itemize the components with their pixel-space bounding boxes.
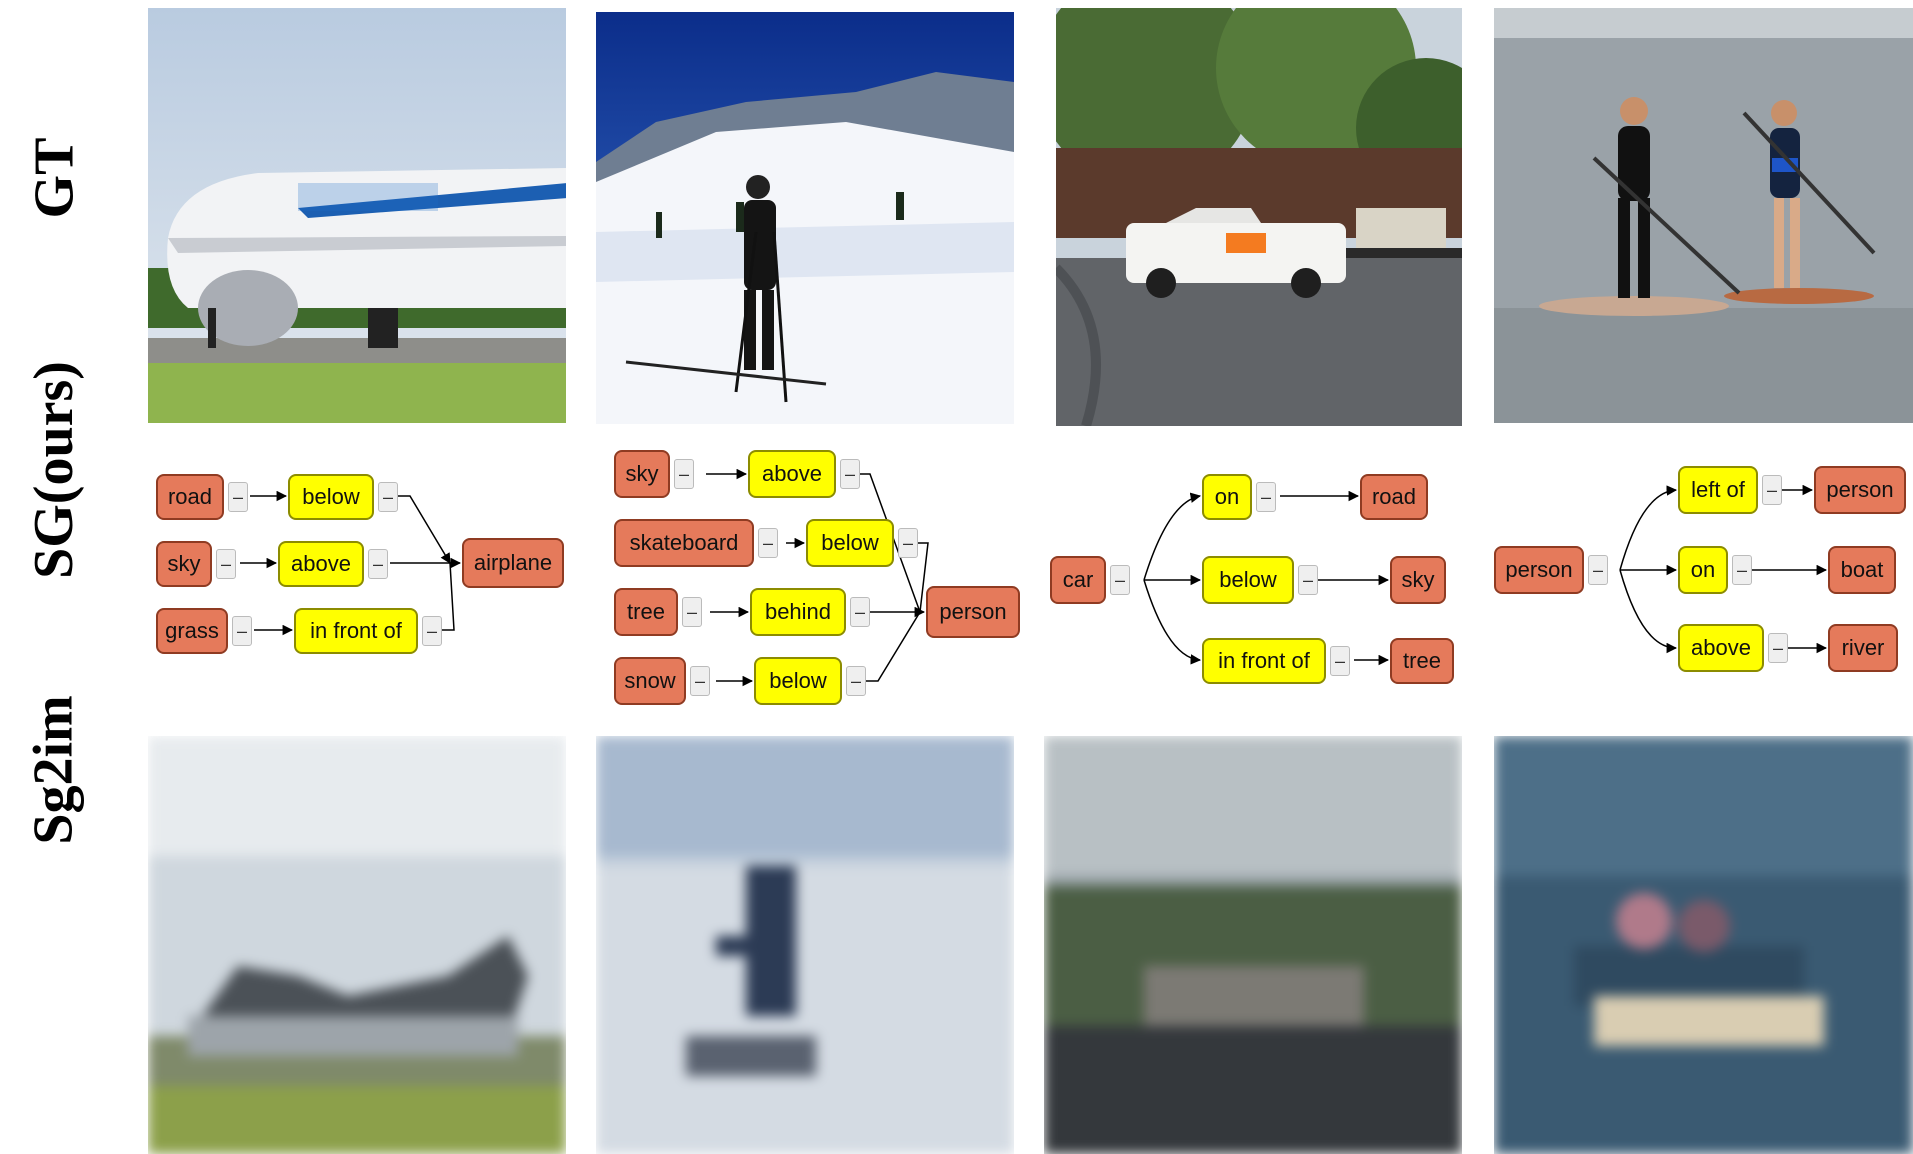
node-tree[interactable]: tree bbox=[614, 588, 678, 636]
collapse-button[interactable]: – bbox=[1298, 565, 1318, 595]
node-sky[interactable]: sky bbox=[1390, 556, 1446, 604]
node-car[interactable]: car bbox=[1050, 556, 1106, 604]
node-river[interactable]: river bbox=[1828, 624, 1898, 672]
gt-image-airplane bbox=[148, 8, 566, 423]
node-in-front-of[interactable]: in front of bbox=[294, 608, 418, 654]
collapse-button[interactable]: – bbox=[378, 482, 398, 512]
collapse-button[interactable]: – bbox=[1330, 646, 1350, 676]
node-below[interactable]: below bbox=[1202, 556, 1294, 604]
collapse-button[interactable]: – bbox=[840, 459, 860, 489]
collapse-button[interactable]: – bbox=[850, 597, 870, 627]
collapse-button[interactable]: – bbox=[898, 528, 918, 558]
node-above[interactable]: above bbox=[748, 450, 836, 498]
gt-image-truck bbox=[1056, 8, 1462, 426]
gt-image-skier bbox=[596, 12, 1014, 424]
graph-4-edges bbox=[1619, 484, 1828, 654]
node-above[interactable]: above bbox=[1678, 624, 1764, 672]
node-below[interactable]: below bbox=[806, 519, 894, 567]
collapse-button[interactable]: – bbox=[1110, 565, 1130, 595]
collapse-button[interactable]: – bbox=[368, 549, 388, 579]
collapse-button[interactable]: – bbox=[674, 459, 694, 489]
node-skateboard[interactable]: skateboard bbox=[614, 519, 754, 567]
node-snow[interactable]: snow bbox=[614, 657, 686, 705]
sg2im-image-airplane-art bbox=[148, 736, 566, 1154]
node-below[interactable]: below bbox=[288, 474, 374, 520]
collapse-button[interactable]: – bbox=[216, 549, 236, 579]
collapse-button[interactable]: – bbox=[846, 666, 866, 696]
node-on[interactable]: on bbox=[1678, 546, 1728, 594]
sg2im-image-boat bbox=[1494, 736, 1913, 1154]
gt-image-airplane-art bbox=[148, 8, 566, 423]
node-person[interactable]: person bbox=[1814, 466, 1906, 514]
graph-2-edges bbox=[706, 468, 929, 687]
sg2im-image-skier bbox=[596, 736, 1014, 1154]
sg2im-image-airplane bbox=[148, 736, 566, 1154]
collapse-button[interactable]: – bbox=[758, 528, 778, 558]
collapse-button[interactable]: – bbox=[1588, 555, 1608, 585]
collapse-button[interactable]: – bbox=[228, 482, 248, 512]
sg2im-image-street bbox=[1044, 736, 1462, 1154]
node-sky[interactable]: sky bbox=[614, 450, 670, 498]
row-label-sg2im: Sg2im bbox=[23, 695, 86, 845]
sg2im-image-skier-art bbox=[596, 736, 1014, 1154]
node-on[interactable]: on bbox=[1202, 474, 1252, 520]
sg2im-image-street-art bbox=[1044, 736, 1462, 1154]
node-below[interactable]: below bbox=[754, 657, 842, 705]
scene-graph-1: road – below – sky – above – grass – in … bbox=[150, 460, 570, 670]
node-road[interactable]: road bbox=[156, 474, 224, 520]
row-label-gt: GT bbox=[23, 137, 86, 219]
collapse-button[interactable]: – bbox=[682, 597, 702, 627]
collapse-button[interactable]: – bbox=[1732, 555, 1752, 585]
node-person[interactable]: person bbox=[926, 586, 1020, 638]
graph-3-edges bbox=[1143, 490, 1390, 666]
node-left-of[interactable]: left of bbox=[1678, 466, 1758, 514]
collapse-button[interactable]: – bbox=[1256, 482, 1276, 512]
node-behind[interactable]: behind bbox=[750, 588, 846, 636]
node-in-front-of[interactable]: in front of bbox=[1202, 638, 1326, 684]
node-sky[interactable]: sky bbox=[156, 541, 212, 587]
gt-image-truck-art bbox=[1056, 8, 1462, 426]
node-road[interactable]: road bbox=[1360, 474, 1428, 520]
node-boat[interactable]: boat bbox=[1828, 546, 1896, 594]
scene-graph-4: person – left of – person on – boat abov… bbox=[1492, 462, 1913, 684]
node-tree[interactable]: tree bbox=[1390, 638, 1454, 684]
row-label-sg: SG(ours) bbox=[23, 361, 86, 579]
collapse-button[interactable]: – bbox=[232, 616, 252, 646]
gt-image-paddleboard bbox=[1494, 8, 1913, 423]
node-above[interactable]: above bbox=[278, 541, 364, 587]
collapse-button[interactable]: – bbox=[1768, 633, 1788, 663]
node-person[interactable]: person bbox=[1494, 546, 1584, 594]
scene-graph-2: sky – above – skateboard – below – tree … bbox=[612, 446, 1022, 712]
collapse-button[interactable]: – bbox=[422, 616, 442, 646]
gt-image-paddleboard-art bbox=[1494, 8, 1913, 423]
gt-image-skier-art bbox=[596, 12, 1014, 424]
scene-graph-3: car – on – road below – sky in front of … bbox=[1048, 472, 1460, 692]
graph-1-edges bbox=[240, 490, 462, 636]
sg2im-image-boat-art bbox=[1494, 736, 1913, 1154]
collapse-button[interactable]: – bbox=[1762, 475, 1782, 505]
node-grass[interactable]: grass bbox=[156, 608, 228, 654]
collapse-button[interactable]: – bbox=[690, 666, 710, 696]
node-airplane[interactable]: airplane bbox=[462, 538, 564, 588]
